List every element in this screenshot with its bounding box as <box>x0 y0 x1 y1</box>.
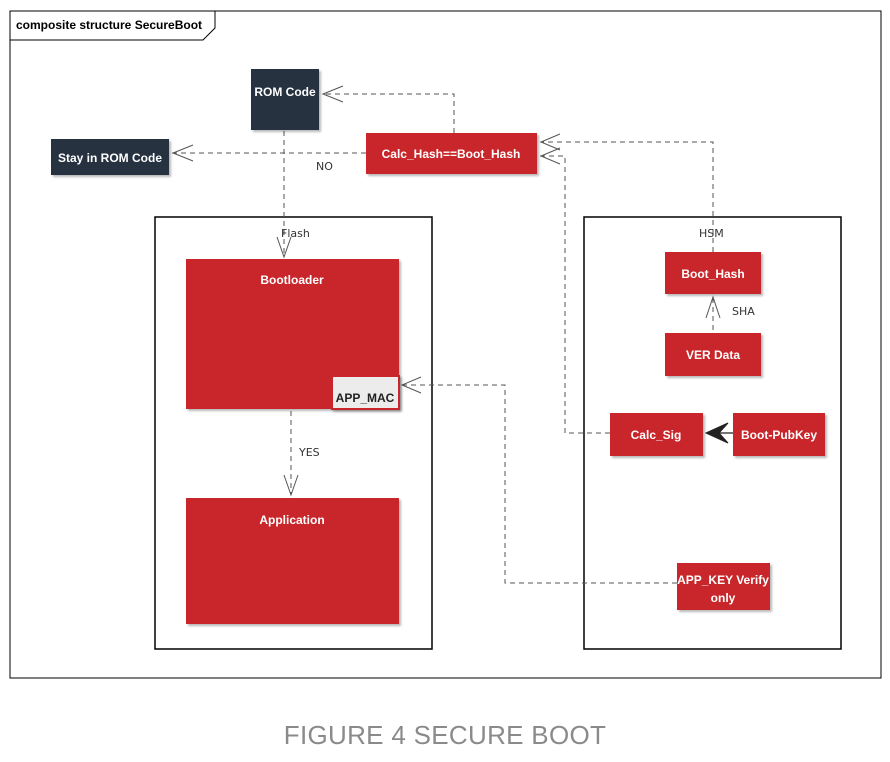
flash-container <box>154 216 433 650</box>
node-ver-data[interactable]: VER Data <box>665 333 761 376</box>
svg-text:Stay in ROM Code: Stay in ROM Code <box>58 151 162 165</box>
svg-text:Calc_Hash==Boot_Hash: Calc_Hash==Boot_Hash <box>382 147 521 161</box>
node-boot-pubkey[interactable]: Boot-PubKey <box>733 413 825 456</box>
svg-text:ROM Code: ROM Code <box>254 85 316 99</box>
svg-text:Boot-PubKey: Boot-PubKey <box>741 428 817 442</box>
connector-calc-to-rom <box>322 93 455 133</box>
label-hsm: HSM <box>699 227 724 240</box>
node-application[interactable]: Application <box>186 498 399 624</box>
connector-pubkey-to-sig <box>704 422 733 444</box>
node-app-key-verify[interactable]: APP_KEY Verify only <box>677 563 770 610</box>
node-boot-hash[interactable]: Boot_Hash <box>665 252 761 294</box>
connector-sig-to-calc <box>540 155 610 434</box>
connector-boothash-to-calc <box>540 141 714 252</box>
figure-caption: FIGURE 4 SECURE BOOT <box>283 720 607 750</box>
composite-frame: composite structure SecureBoot <box>9 10 882 679</box>
svg-text:APP_MAC: APP_MAC <box>336 391 395 405</box>
svg-text:VER Data: VER Data <box>686 348 740 362</box>
connector-appkey-to-mac <box>401 384 677 584</box>
label-yes: YES <box>298 446 320 459</box>
node-rom-code[interactable]: ROM Code <box>251 69 319 130</box>
svg-text:only: only <box>711 591 736 605</box>
label-flash: Flash <box>281 227 310 240</box>
frame-title: composite structure SecureBoot <box>16 18 202 32</box>
hsm-container <box>583 216 842 650</box>
dashed-connectors <box>172 93 714 584</box>
label-no: NO <box>316 160 333 173</box>
label-sha: SHA <box>732 305 755 318</box>
node-calc-hash[interactable]: Calc_Hash==Boot_Hash <box>366 133 537 174</box>
svg-text:Application: Application <box>259 513 324 527</box>
svg-text:Bootloader: Bootloader <box>260 273 324 287</box>
arrowheads <box>171 85 721 497</box>
node-calc-sig[interactable]: Calc_Sig <box>610 413 703 456</box>
svg-text:Boot_Hash: Boot_Hash <box>681 267 744 281</box>
node-app-mac[interactable]: APP_MAC <box>331 375 400 410</box>
svg-text:APP_KEY Verify: APP_KEY Verify <box>677 573 769 587</box>
svg-text:Calc_Sig: Calc_Sig <box>631 428 682 442</box>
node-stay-in-rom[interactable]: Stay in ROM Code <box>51 139 169 175</box>
